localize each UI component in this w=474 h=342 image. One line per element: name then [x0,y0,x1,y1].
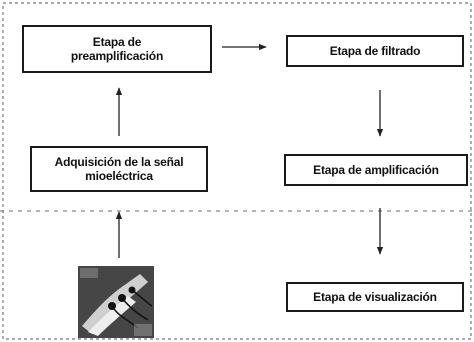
box-visualizacion-label: Etapa de visualización [313,290,437,304]
box-amplificacion-label: Etapa de amplificación [313,163,439,177]
box-filtrado: Etapa de filtrado [286,35,464,67]
box-adquisicion: Adquisición de la señal mioeléctrica [30,146,208,192]
box-preamplificacion: Etapa de preamplificación [22,25,212,73]
box-preamplificacion-line1: Etapa de [92,35,142,49]
box-visualizacion: Etapa de visualización [286,282,464,312]
box-amplificacion: Etapa de amplificación [284,154,468,186]
forearm-electrode-photo-icon [78,266,154,338]
box-adquisicion-line1: Adquisición de la señal [54,155,184,169]
box-preamplificacion-line2: preamplificación [70,49,164,63]
box-filtrado-label: Etapa de filtrado [329,44,421,58]
box-adquisicion-line2: mioeléctrica [85,169,153,183]
outer-dashed-border [2,2,472,340]
